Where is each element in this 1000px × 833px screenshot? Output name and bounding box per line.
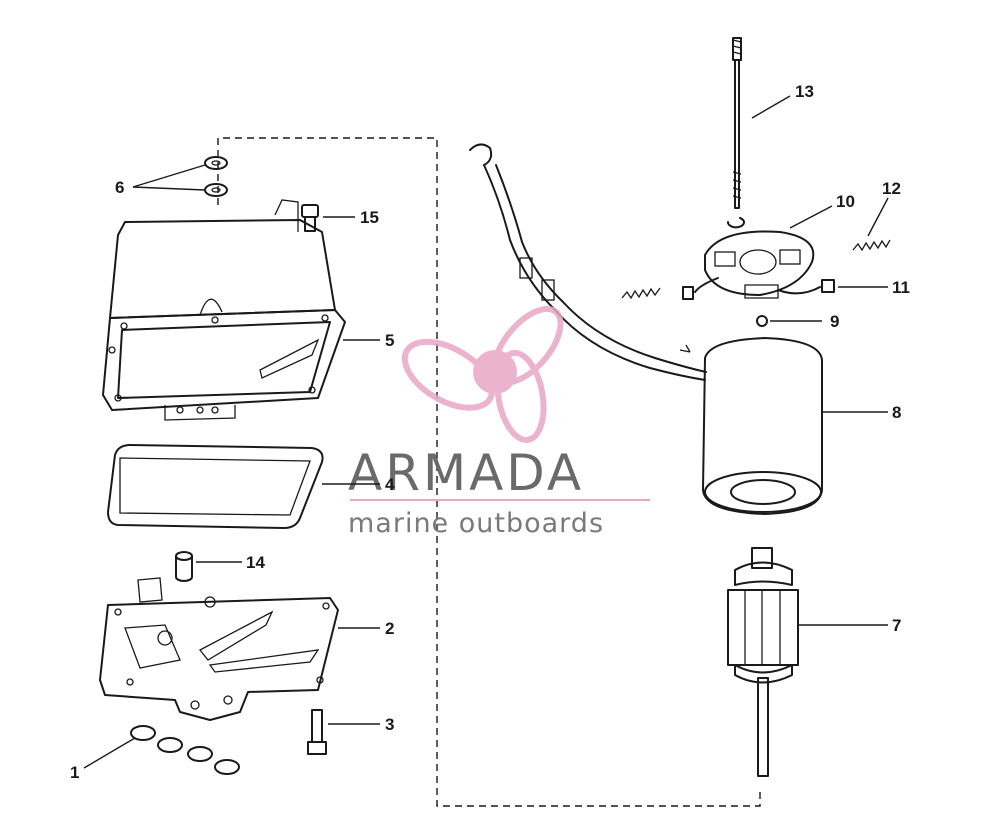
callout-7: 7 bbox=[892, 616, 901, 635]
callout-4: 4 bbox=[385, 475, 395, 494]
callout-13: 13 bbox=[795, 82, 814, 101]
part-10-brush-plate bbox=[704, 217, 815, 299]
callout-1: 1 bbox=[70, 763, 79, 782]
part-14-bushing bbox=[175, 551, 193, 582]
part-1-o-rings bbox=[130, 725, 240, 775]
part-8-frame bbox=[469, 143, 823, 515]
leader-lines bbox=[83, 95, 889, 769]
part-7-armature bbox=[727, 547, 799, 777]
callout-10: 10 bbox=[836, 192, 855, 211]
armada-logo-icon bbox=[401, 305, 564, 443]
part-15-screw bbox=[301, 204, 319, 232]
part-4-gasket bbox=[107, 444, 324, 529]
part-13-through-bolt bbox=[732, 37, 742, 209]
callout-12: 12 bbox=[882, 179, 901, 198]
part-11-lead bbox=[682, 277, 835, 300]
part-3-bolt bbox=[307, 709, 327, 755]
callout-14: 14 bbox=[246, 553, 265, 572]
part-9-bead bbox=[756, 315, 768, 327]
part-12-springs bbox=[621, 239, 891, 300]
callout-5: 5 bbox=[385, 331, 394, 350]
part-6-washers bbox=[204, 156, 228, 197]
brand-name: ARMADA bbox=[348, 444, 584, 502]
part-5-housing bbox=[102, 199, 346, 421]
callout-3: 3 bbox=[385, 715, 394, 734]
callout-2: 2 bbox=[385, 619, 394, 638]
callout-6: 6 bbox=[115, 178, 124, 197]
callout-11: 11 bbox=[892, 278, 910, 297]
callout-9: 9 bbox=[830, 312, 839, 331]
part-2-base bbox=[99, 577, 339, 721]
callout-15: 15 bbox=[360, 208, 379, 227]
callout-8: 8 bbox=[892, 403, 901, 422]
brand-tagline: marine outboards bbox=[348, 508, 604, 539]
